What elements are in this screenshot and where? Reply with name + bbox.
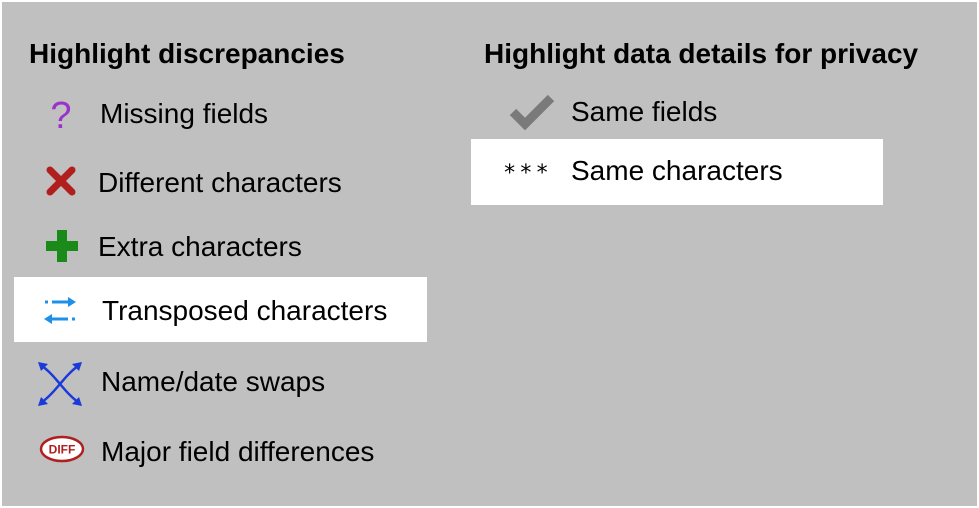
legend-item-label: Same characters [571, 155, 783, 186]
legend-item-missing-fields: ? Missing fields [14, 84, 427, 140]
question-mark-icon: ? [50, 95, 71, 132]
swap-arrows-icon [44, 297, 76, 324]
checkmark-icon [509, 94, 555, 130]
green-plus-icon [46, 230, 78, 262]
legend-item-extra-characters: Extra characters [14, 216, 427, 272]
cross-arrows-icon [38, 362, 82, 406]
legend-item-same-characters: *** Same characters [471, 139, 883, 205]
legend-item-same-fields: Same fields [471, 82, 883, 138]
red-x-icon [46, 166, 76, 196]
svg-text:?: ? [50, 95, 71, 132]
privacy-heading: Highlight data details for privacy [484, 38, 919, 69]
diff-badge-icon: DIFF [39, 435, 85, 463]
discrepancies-heading: Highlight discrepancies [29, 38, 345, 69]
legend-item-label: Extra characters [98, 231, 302, 262]
legend-item-transposed-characters: Transposed characters [14, 277, 427, 342]
legend-item-different-characters: Different characters [14, 152, 427, 208]
legend-item-label: Major field differences [101, 436, 375, 467]
legend-item-label: Same fields [571, 96, 718, 127]
legend-item-label: Different characters [98, 167, 342, 198]
asterisks-icon: *** [503, 161, 552, 186]
legend-item-label: Missing fields [100, 98, 269, 129]
legend-item-major-field-differences: DIFF Major field differences [14, 422, 427, 478]
svg-text:DIFF: DIFF [49, 443, 76, 457]
legend-item-label: Name/date swaps [101, 366, 326, 397]
legend-item-name-date-swaps: Name/date swaps [14, 352, 427, 408]
legend-item-label: Transposed characters [102, 295, 388, 326]
